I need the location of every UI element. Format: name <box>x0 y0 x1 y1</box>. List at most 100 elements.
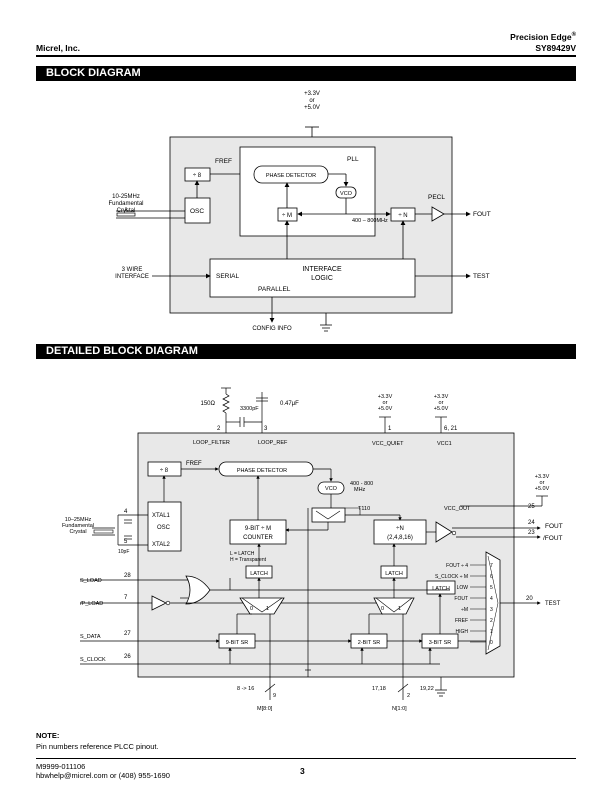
test-row-label: S_CLOCK ÷ M <box>435 574 468 580</box>
section-title-detailed-block-diagram: DETAILED BLOCK DIAGRAM <box>36 344 576 359</box>
resistor-symbol <box>222 393 230 414</box>
footer-info: M9999-011106 hbwhelp@micrel.com or (408)… <box>36 762 170 780</box>
div-n-box-detailed <box>373 519 427 545</box>
pin3-label: 3 <box>264 426 268 432</box>
phase-detector-box <box>253 165 329 184</box>
supply-label-1: +3.3V <box>304 91 320 97</box>
pin20-label: 20 <box>526 596 533 602</box>
crystal-detailed-2: Fundamental <box>62 523 94 529</box>
supply-out-1: +3.3V <box>535 474 550 480</box>
crystal-detailed-1: 10–25MHz <box>65 517 92 523</box>
pin7-label: 7 <box>124 595 128 601</box>
supply-quiet-2: or <box>383 400 388 406</box>
pin23-label: 23 <box>528 530 535 536</box>
div-n-label: ÷ N <box>398 213 407 219</box>
test-row-label: HIGH <box>456 629 469 635</box>
note-text: Pin numbers reference PLCC pinout. <box>36 742 159 751</box>
config-info-label: CONFIG INFO <box>252 326 292 332</box>
vco-range-detailed-2: MHz <box>354 487 366 493</box>
m-mux <box>239 597 285 615</box>
block-diagram: +3.3V or +5.0V 10-25MHz Fundamental Crys… <box>108 91 491 332</box>
fout-label-detailed: FOUT <box>545 523 563 530</box>
vco-range-label: 400 – 800MHz <box>352 218 388 224</box>
fout-label: FOUT <box>473 211 491 218</box>
n-mux <box>373 597 415 615</box>
pin-n2-label: 2 <box>407 693 410 699</box>
div8-label-detailed: ÷ 8 <box>160 468 169 474</box>
ground-symbol <box>320 324 332 332</box>
test-row-label: FOUT <box>454 596 468 602</box>
wire3-label-2: INTERFACE <box>115 274 149 280</box>
crystal-symbol-detailed <box>93 529 114 534</box>
header-product: Precision Edge® SY89429V <box>510 30 576 54</box>
interface-logic-box <box>209 258 416 298</box>
supply-vcc1-3: +5.0V <box>434 406 449 412</box>
r150-label: 150Ω <box>201 401 216 407</box>
fref-label: FREF <box>215 158 232 165</box>
vco-label-detailed: VCO <box>325 486 338 492</box>
n-mux-0: 0 <box>381 606 384 612</box>
vco-mux <box>311 507 346 523</box>
test-label: TEST <box>473 273 490 280</box>
vco-range-detailed-1: 400 - 800 <box>350 481 373 487</box>
fref-label-detailed: FREF <box>186 461 202 467</box>
crystal-detailed-3: Crystal <box>69 529 86 535</box>
test-row-number: 2 <box>490 618 493 624</box>
osc-label: OSC <box>190 208 204 215</box>
n-bus-label: N[1:0] <box>392 706 407 712</box>
pecl-label: PECL <box>428 194 445 201</box>
pin9-label: 9 <box>273 693 276 699</box>
pecl-buffer <box>431 206 445 222</box>
div8-label: ÷ 8 <box>193 173 202 179</box>
loop-ref-label: LOOP_REF <box>258 440 288 446</box>
osc-label-detailed: OSC <box>157 525 171 531</box>
crystal-label-2: Fundamental <box>108 201 143 207</box>
crystal-label-1: 10-25MHz <box>112 194 140 200</box>
m-mux-0: 0 <box>250 606 253 612</box>
pin1922-label: 19,22 <box>420 686 434 692</box>
pin1-label: 1 <box>388 426 392 432</box>
pin621-label: 6, 21 <box>444 426 458 432</box>
c10pf-label: 10pF <box>118 549 129 555</box>
c3300-label: 3300pF <box>240 406 259 412</box>
test-row-label: FREF <box>455 618 468 624</box>
section-title-block-diagram: BLOCK DIAGRAM <box>36 66 576 81</box>
test-row-label: LOW <box>457 585 469 591</box>
s-load-label: S_LOAD <box>80 578 102 584</box>
supply-vcc1-1: +3.3V <box>434 394 449 400</box>
m-counter-label-2: COUNTER <box>243 535 273 541</box>
detailed-block-diagram: 150Ω 3300pF 0.47μF 2 3 LOOP_FILTER LOOP_… <box>62 387 563 712</box>
pin5-label: 5 <box>124 539 128 545</box>
test-label-detailed: TEST <box>545 601 561 607</box>
interface-logic-label-1: INTERFACE <box>302 266 342 273</box>
nfout-label: /FOUT <box>543 535 563 542</box>
latch-test-label: LATCH <box>432 586 450 592</box>
p-load-label: /P_LOAD <box>80 601 103 607</box>
div-m-label: ÷ M <box>282 213 292 219</box>
pin28-label: 28 <box>124 573 131 579</box>
vcc-out-label: VCC_OUT <box>444 506 471 512</box>
crystal-symbol <box>116 212 136 217</box>
m-bus-label: M[8:0] <box>257 706 273 712</box>
doc-number: M9999-011106 <box>36 762 86 771</box>
test-row-number: 1 <box>490 629 493 635</box>
test-row-number: 5 <box>490 585 493 591</box>
or-gate <box>185 575 211 605</box>
n-mux-1: 1 <box>398 606 401 612</box>
ground-symbol-detailed <box>435 689 447 697</box>
test-mux-inputs <box>470 564 486 643</box>
pin26-label: 26 <box>124 654 131 660</box>
test-row-label: ÷M <box>461 607 468 613</box>
vcc1-label: VCC1 <box>437 441 452 447</box>
loop-filter-label: LOOP_FILTER <box>193 440 230 446</box>
p-load-buffer <box>151 595 167 611</box>
supply-out-2: or <box>540 480 545 486</box>
contact-info: hbwhelp@micrel.com or (408) 955-1690 <box>36 771 170 780</box>
sr9-label: 9-BIT SR <box>226 640 249 646</box>
registered-mark: ® <box>571 32 576 38</box>
interface-logic-label-2: LOGIC <box>311 275 333 282</box>
vco-label: VCO <box>340 191 353 197</box>
phase-detector-label: PHASE DETECTOR <box>266 173 316 179</box>
footer-rule <box>36 758 576 759</box>
supply-vcc1-2: or <box>439 400 444 406</box>
